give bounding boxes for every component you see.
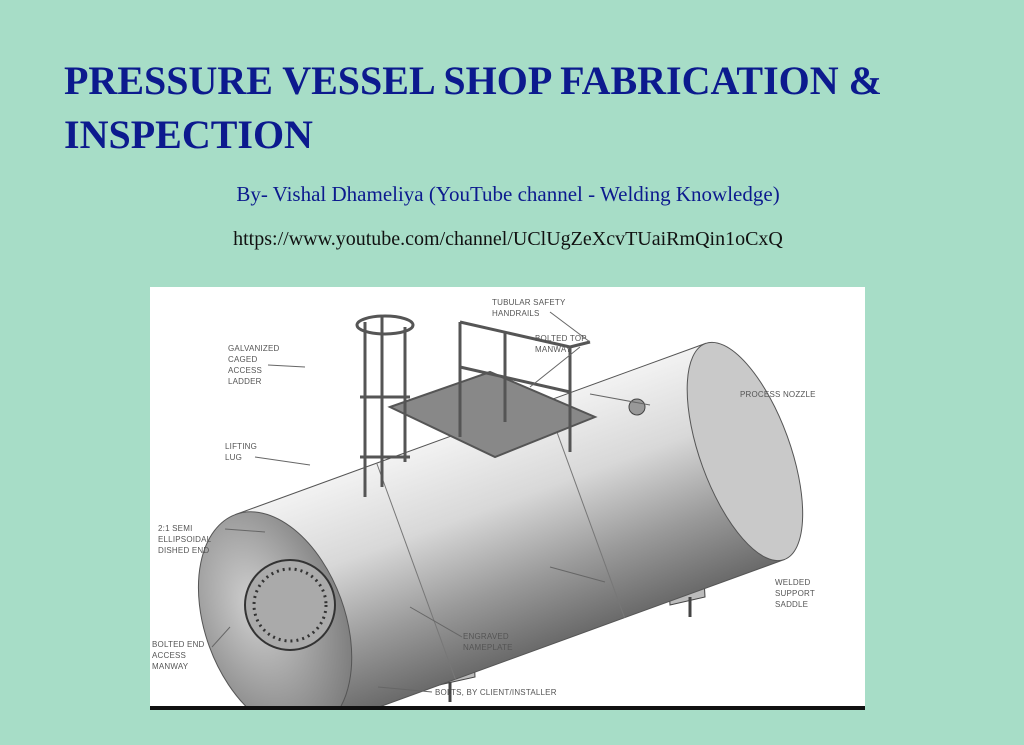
- label-ladder: GALVANIZED CAGED ACCESS LADDER: [228, 344, 280, 386]
- channel-url: https://www.youtube.com/channel/UClUgZeX…: [233, 228, 783, 250]
- leader-lines: [211, 311, 651, 693]
- pressure-vessel-diagram: TUBULAR SAFETY HANDRAILS GALVANIZED CAGE…: [150, 287, 865, 710]
- pressure-vessel-drawing: [197, 311, 804, 706]
- label-saddle: WELDED SUPPORT SADDLE: [775, 578, 815, 609]
- label-bolts: BOLTS, BY CLIENT/INSTALLER: [435, 688, 557, 697]
- label-top-manway: BOLTED TOP MANWAY: [535, 334, 587, 354]
- label-dished-end: 2:1 SEMI ELLIPSOIDAL DISHED END: [158, 524, 212, 555]
- label-nameplate: ENGRAVED NAMEPLATE: [463, 632, 513, 652]
- slide-title: PRESSURE VESSEL SHOP FABRICATION & INSPE…: [64, 58, 882, 157]
- label-end-manway: BOLTED END ACCESS MANWAY: [152, 640, 205, 671]
- platform-ladder: [355, 314, 598, 497]
- label-nozzle: PROCESS NOZZLE: [740, 390, 816, 399]
- label-handrails: TUBULAR SAFETY HANDRAILS: [492, 298, 566, 318]
- author-byline: By- Vishal Dhameliya (YouTube channel - …: [236, 182, 780, 206]
- label-lifting-lug: LIFTING LUG: [225, 442, 258, 462]
- end-manway: [244, 559, 336, 651]
